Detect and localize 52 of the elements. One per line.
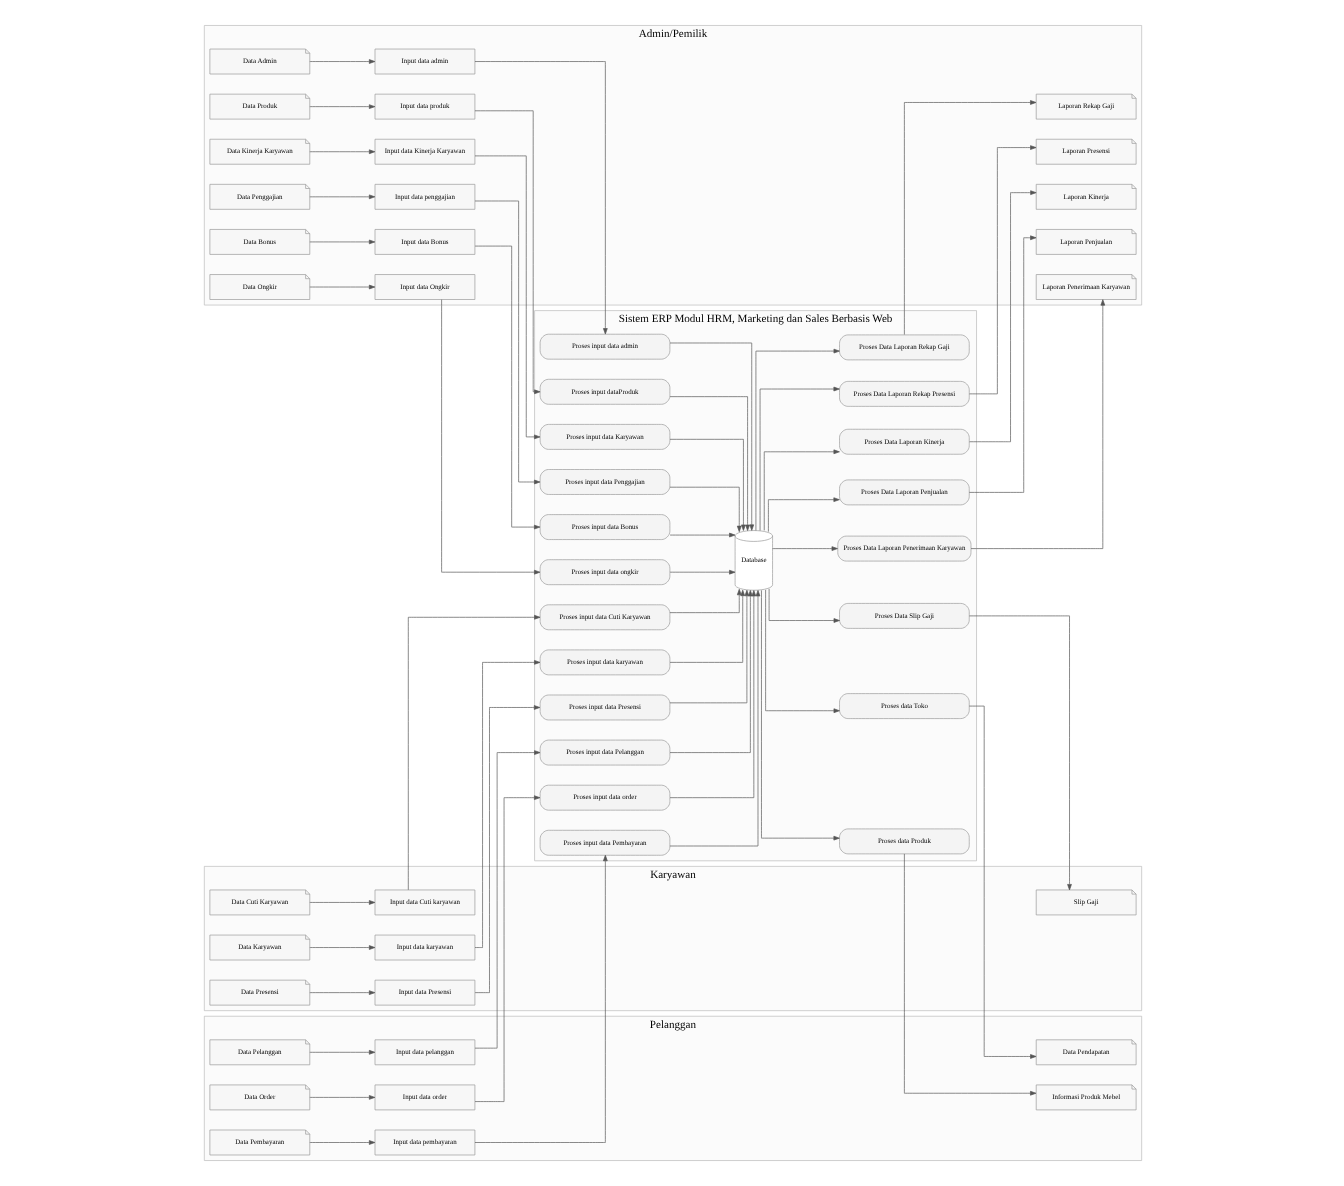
arrow [308, 239, 375, 245]
arrow [968, 145, 1036, 395]
arrow [969, 299, 1105, 549]
arrow [760, 590, 839, 841]
arrow [473, 854, 607, 1143]
arrow [668, 590, 756, 799]
arrow [473, 200, 540, 485]
arrow [668, 588, 741, 613]
arrow [668, 486, 741, 532]
arrow [308, 284, 375, 290]
arrow [308, 990, 375, 995]
arrow [767, 588, 839, 623]
arrow [473, 795, 540, 1102]
arrow [473, 155, 540, 440]
arrow [308, 1095, 375, 1100]
arrow [308, 104, 375, 109]
arrow [473, 750, 540, 1049]
arrow [668, 589, 744, 663]
arrow [762, 449, 839, 531]
arrow [968, 705, 1036, 1059]
arrow [668, 396, 749, 531]
arrow [308, 149, 375, 154]
arrow [767, 497, 839, 532]
arrow [668, 589, 749, 704]
arrow [440, 299, 540, 575]
arrow [764, 589, 839, 713]
arrow [406, 615, 540, 891]
arrow [903, 853, 1036, 1096]
arrow [771, 546, 837, 551]
arrow [308, 1140, 375, 1145]
arrow [668, 438, 745, 531]
arrow [308, 59, 375, 64]
arrow [668, 532, 735, 538]
arrow [308, 1050, 375, 1055]
arrow [668, 590, 760, 847]
arrow [473, 705, 540, 993]
arrow [668, 342, 754, 531]
arrow [668, 569, 735, 575]
arrow [308, 945, 375, 950]
arrow [903, 100, 1036, 335]
arrow [308, 900, 375, 905]
arrow [473, 61, 607, 335]
arrow [473, 660, 540, 948]
arrow [968, 615, 1071, 891]
arrow [758, 386, 839, 531]
arrow [473, 110, 540, 395]
arrow [473, 245, 540, 530]
arrow [668, 590, 752, 753]
arrow [968, 190, 1036, 443]
arrow [754, 348, 839, 531]
arrow [967, 235, 1036, 493]
arrow [308, 194, 375, 200]
